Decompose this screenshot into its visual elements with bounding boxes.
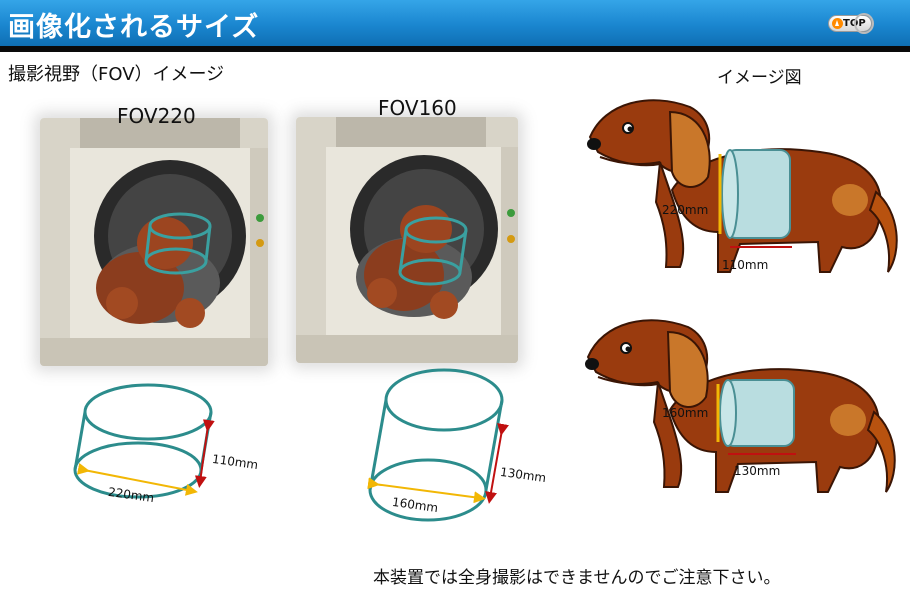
header-bar: 画像化されるサイズ TOP <box>0 0 910 46</box>
dog1-length-label: 110mm <box>722 258 769 272</box>
top-button[interactable]: TOP <box>828 13 874 34</box>
footer-note: 本装置では全身撮影はできませんのでご注意下さい。 <box>373 568 781 588</box>
fov220-overlay <box>144 212 212 275</box>
image-label: イメージ図 <box>717 68 802 88</box>
fov160-label: FOV160 <box>378 96 457 120</box>
dog2-height-label: 160mm <box>662 406 709 420</box>
fov220-photo <box>40 118 268 366</box>
fov220-cylinder-diagram <box>73 383 215 499</box>
dog2-length-label: 130mm <box>734 464 781 478</box>
fov160-overlay <box>398 216 468 286</box>
top-button-ring <box>854 13 874 34</box>
page-title: 画像化されるサイズ <box>8 12 260 43</box>
fov160-photo <box>296 117 518 363</box>
dog-illustration-1 <box>587 99 898 273</box>
fov160-cylinder-diagram <box>367 368 509 522</box>
dog-illustration-2 <box>585 319 896 493</box>
fov220-label: FOV220 <box>117 104 196 128</box>
top-arrow-icon <box>832 18 843 29</box>
section-label: 撮影視野（FOV）イメージ <box>8 64 225 85</box>
header-divider <box>0 46 910 52</box>
dog1-height-label: 220mm <box>662 203 709 217</box>
